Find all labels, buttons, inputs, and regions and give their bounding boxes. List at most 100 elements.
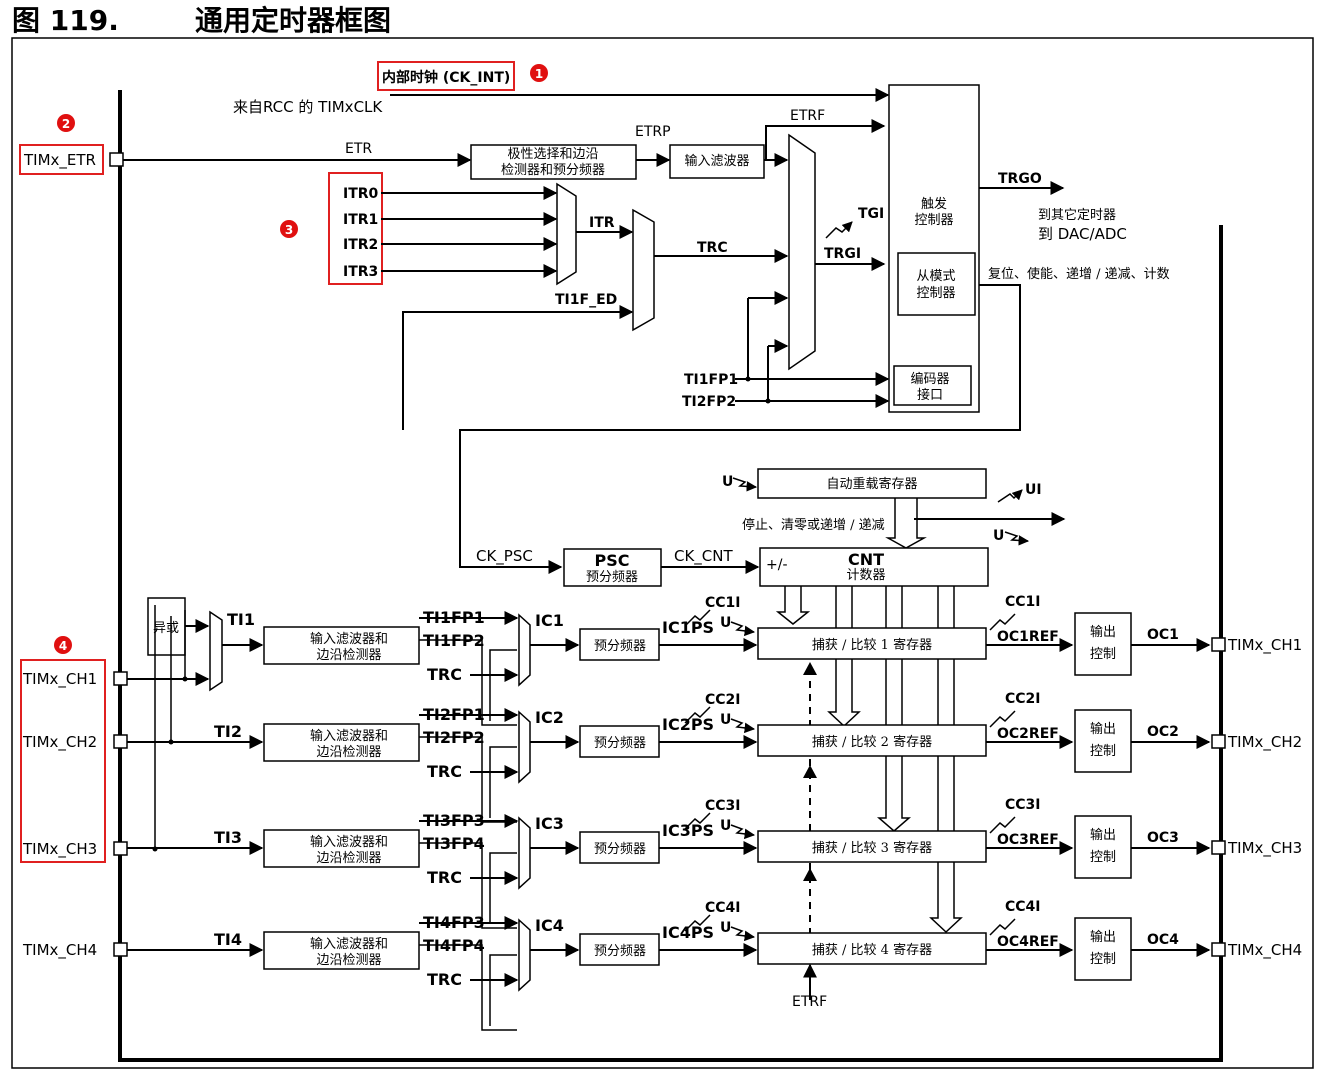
pin-in-ch4: TIMx_CH4 xyxy=(22,941,97,960)
updown-label: +/- xyxy=(766,557,788,573)
output-control-ch1 xyxy=(1074,612,1132,676)
callout-1 xyxy=(530,64,548,82)
cci1-label: CC1I xyxy=(705,595,741,611)
filter-block-ch2 xyxy=(263,723,420,762)
svg-text:2: 2 xyxy=(62,117,70,131)
ti1-mux xyxy=(209,610,223,692)
svg-text:预分频器: 预分频器 xyxy=(594,842,646,857)
polarity-block xyxy=(470,144,637,180)
svg-text:预分频器: 预分频器 xyxy=(594,944,646,959)
controller-block xyxy=(888,84,980,413)
figure-frame xyxy=(11,37,1314,1069)
trgi-label: TRGI xyxy=(824,246,861,262)
svg-text:PSC: PSC xyxy=(595,551,630,570)
cci-out4-label: CC4I xyxy=(1005,899,1041,915)
ti1-label: TI1 xyxy=(227,610,255,629)
svg-text:控制: 控制 xyxy=(1090,647,1116,662)
callout-box-ck-int xyxy=(377,61,515,91)
u-ch1: U xyxy=(720,615,731,631)
ti3-label: TI3 xyxy=(214,828,242,847)
ck-cnt-label: CK_CNT xyxy=(674,547,734,566)
pin-out-ch2: TIMx_CH2 xyxy=(1227,733,1302,752)
tgi-label: TGI xyxy=(858,206,884,222)
slave-actions: 复位、使能、递增 / 递减、计数 xyxy=(988,266,1170,282)
svg-text:3: 3 xyxy=(285,223,293,237)
u-ch4: U xyxy=(720,920,731,936)
trc-label: TRC xyxy=(697,240,728,256)
ic-mux-ch3 xyxy=(518,816,531,890)
figure-number: 图 119. xyxy=(12,4,119,37)
pin-timx-etr: TIMx_ETR xyxy=(23,151,96,170)
figure-caption: 通用定时器框图 xyxy=(195,4,391,37)
ck-psc-label: CK_PSC xyxy=(476,547,533,566)
svg-text:检测器和预分频器: 检测器和预分频器 xyxy=(501,163,605,178)
svg-text:输入滤波器和: 输入滤波器和 xyxy=(310,936,388,952)
pin-out-ch1: TIMx_CH1 xyxy=(1227,636,1302,655)
svg-text:自动重载寄存器: 自动重载寄存器 xyxy=(826,476,917,492)
svg-text:异或: 异或 xyxy=(153,621,179,636)
ti1f-ed-label: TI1F_ED xyxy=(555,292,617,308)
ic2-label: IC2 xyxy=(535,708,564,727)
ti2fp2-top-label: TI2FP2 xyxy=(682,394,736,410)
u-cnt: U xyxy=(993,528,1004,544)
pad-out-ch4 xyxy=(1211,942,1226,957)
filter-block-ch1 xyxy=(263,626,420,665)
oc2-label: OC2 xyxy=(1147,724,1179,740)
prescaler-ch4 xyxy=(579,933,660,966)
svg-text:输入滤波器: 输入滤波器 xyxy=(684,153,749,169)
itr-label: ITR xyxy=(589,215,615,231)
oc4-label: OC4 xyxy=(1147,932,1179,948)
xor-block xyxy=(147,597,186,656)
svg-text:4: 4 xyxy=(59,639,67,653)
rcc-clock-label: 来自RCC 的 TIMxCLK xyxy=(233,98,383,116)
trc-ch2: TRC xyxy=(427,762,462,781)
icps2-label: IC2PS xyxy=(662,715,714,734)
filter-block-ch3 xyxy=(263,829,420,868)
svg-text:输入滤波器和: 输入滤波器和 xyxy=(310,631,388,647)
ui-label: UI xyxy=(1025,482,1042,498)
itr3-label: ITR3 xyxy=(343,264,378,280)
icps3-label: IC3PS xyxy=(662,821,714,840)
callout-4 xyxy=(54,636,72,654)
cci4-label: CC4I xyxy=(705,900,741,916)
icps4-label: IC4PS xyxy=(662,923,714,942)
cc-register-ch1 xyxy=(757,627,987,660)
callout-box-ch xyxy=(20,659,106,863)
trc-ch4: TRC xyxy=(427,970,462,989)
itr0-label: ITR0 xyxy=(343,186,379,202)
svg-text:控制: 控制 xyxy=(1090,744,1116,759)
cnt-block xyxy=(759,547,989,587)
cc-register-ch3 xyxy=(757,830,987,863)
svg-text:预分频器: 预分频器 xyxy=(594,639,646,654)
icps1-label: IC1PS xyxy=(662,618,714,637)
callout-box-itr xyxy=(328,172,383,285)
svg-text:编码器: 编码器 xyxy=(910,372,949,387)
svg-text:边沿检测器: 边沿检测器 xyxy=(316,745,381,760)
output-control-ch4 xyxy=(1074,917,1132,981)
slave-mode-block xyxy=(897,252,976,316)
u-arr: U xyxy=(722,474,733,490)
itr1-label: ITR1 xyxy=(343,212,378,228)
u-ch2: U xyxy=(720,712,731,728)
stop-clear-label: 停止、清零或递增 / 递减 xyxy=(742,517,885,533)
etrf-bottom-label: ETRF xyxy=(792,994,827,1010)
callout-box-etr xyxy=(19,144,104,175)
to-dac-adc: 到 DAC/ADC xyxy=(1038,225,1127,243)
svg-text:输出: 输出 xyxy=(1090,827,1116,843)
cci-out2-label: CC2I xyxy=(1005,691,1041,707)
svg-text:计数器: 计数器 xyxy=(846,568,885,583)
cci2-label: CC2I xyxy=(705,692,741,708)
svg-text:输出: 输出 xyxy=(1090,721,1116,737)
pin-out-ch4: TIMx_CH4 xyxy=(1227,941,1302,960)
svg-text:捕获 / 比较 2 寄存器: 捕获 / 比较 2 寄存器 xyxy=(812,734,932,750)
svg-text:捕获 / 比较 3 寄存器: 捕获 / 比较 3 寄存器 xyxy=(812,840,932,856)
pad-out-ch1 xyxy=(1211,637,1226,652)
etrf-label: ETRF xyxy=(790,108,825,124)
pad-in-ch1 xyxy=(113,671,128,686)
ocref4-label: OC4REF xyxy=(997,934,1059,950)
svg-text:预分频器: 预分频器 xyxy=(586,570,638,585)
arr-to-cnt-arrow xyxy=(885,498,927,549)
ck-psc-line xyxy=(459,284,1021,574)
ic3-label: IC3 xyxy=(535,814,564,833)
ic-mux-ch1 xyxy=(518,613,531,687)
